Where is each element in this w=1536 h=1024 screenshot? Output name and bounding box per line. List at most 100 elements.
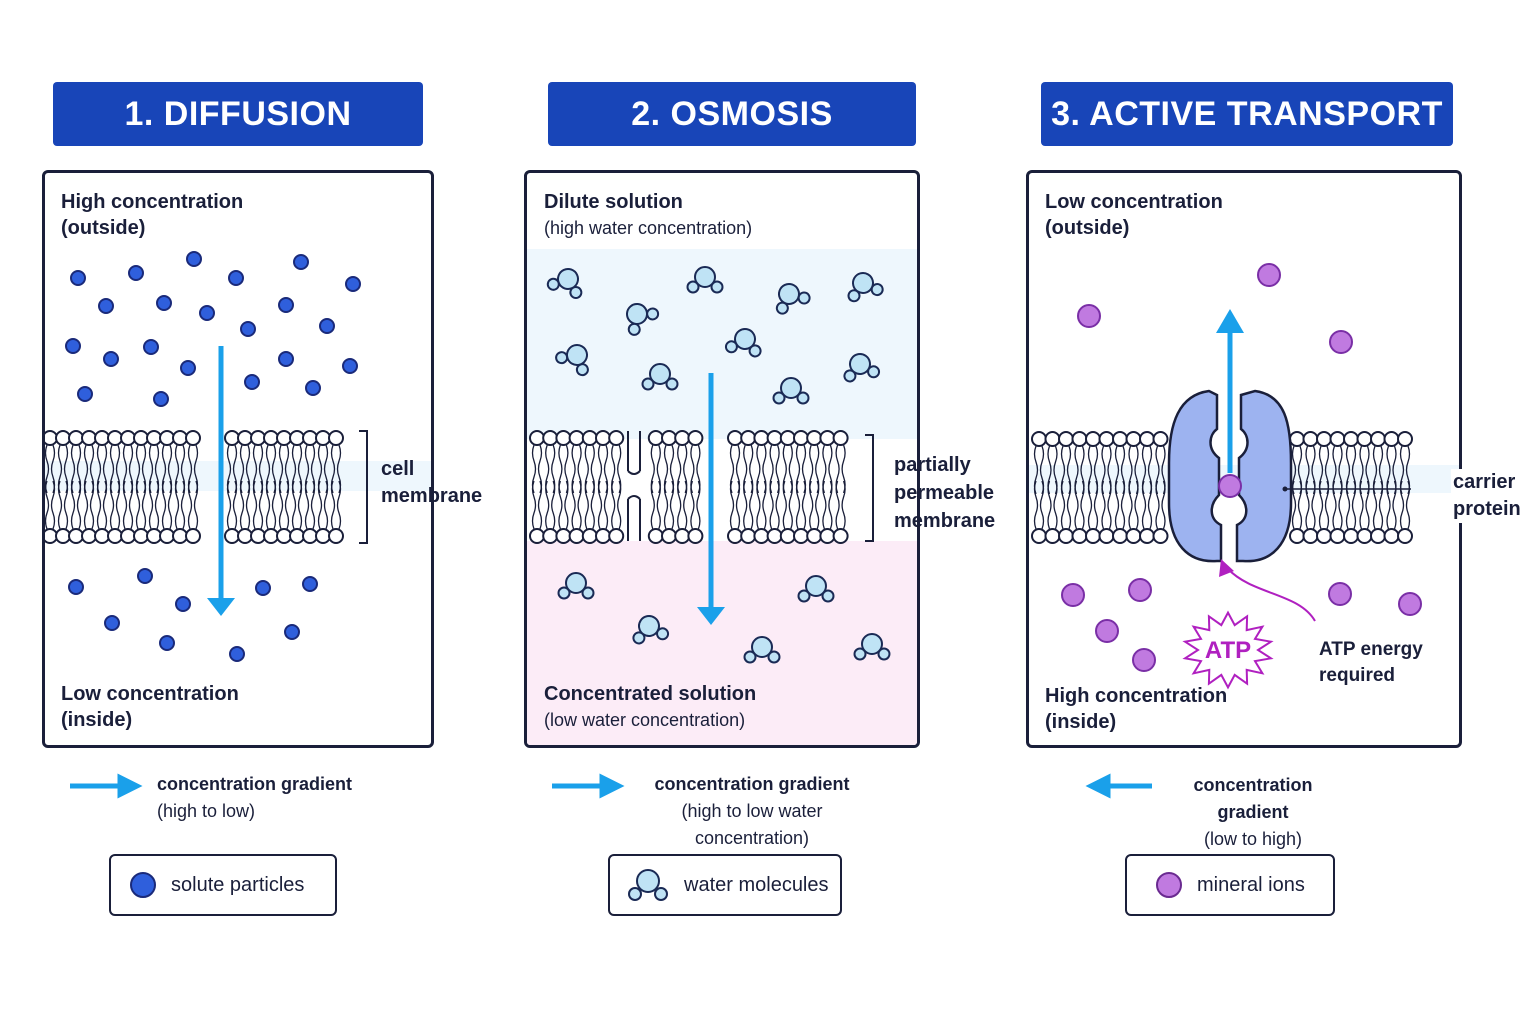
dilute-region bbox=[527, 249, 917, 439]
concentrated-region bbox=[527, 541, 917, 745]
mineral-ions-key-label: mineral ions bbox=[1197, 873, 1305, 896]
water-molecule bbox=[546, 268, 583, 300]
solute-particle bbox=[175, 596, 191, 612]
solute-particle bbox=[240, 321, 256, 337]
diffusion-arrow-head bbox=[207, 598, 235, 616]
osmosis-panel: Dilute solution (high water concentratio… bbox=[524, 170, 920, 748]
solute-particle bbox=[342, 358, 358, 374]
carrier-protein-left bbox=[1167, 389, 1223, 563]
water-molecule bbox=[555, 344, 589, 377]
ion-in-protein bbox=[1218, 474, 1242, 498]
carrier-protein-label: carrier protein bbox=[1451, 469, 1521, 523]
membrane-bracket bbox=[865, 434, 874, 542]
water-molecule bbox=[641, 363, 679, 391]
mineral-ions-key: mineral ions bbox=[1125, 854, 1335, 916]
solute-particle bbox=[159, 635, 175, 651]
active-gradient-label: concentration gradient (low to high) bbox=[1193, 775, 1313, 849]
cell-membrane-label: cell membrane bbox=[381, 458, 483, 507]
water-molecule bbox=[797, 575, 835, 603]
osmosis-gradient-label: concentration gradient (high to low wate… bbox=[654, 774, 850, 848]
water-molecule bbox=[775, 283, 811, 315]
water-molecule bbox=[686, 266, 724, 294]
active-top-label: Low concentration (outside) bbox=[1045, 191, 1223, 239]
diffusion-title: 1. DIFFUSION bbox=[53, 82, 423, 146]
carrier-protein-right bbox=[1235, 389, 1293, 563]
solute-particle bbox=[229, 646, 245, 662]
solute-particle bbox=[137, 568, 153, 584]
solute-particle bbox=[319, 318, 335, 334]
mineral-ion bbox=[1257, 263, 1281, 287]
diffusion-diagram bbox=[45, 251, 431, 662]
mineral-ion bbox=[1077, 304, 1101, 328]
carrier-protein-pointer-dot bbox=[1282, 486, 1288, 492]
solute-particle bbox=[156, 295, 172, 311]
mineral-ion bbox=[1328, 582, 1352, 606]
solute-particle bbox=[228, 270, 244, 286]
solute-particle bbox=[65, 338, 81, 354]
water-molecules-key-label: water molecules bbox=[684, 873, 829, 896]
solute-particle bbox=[128, 265, 144, 281]
solute-particle bbox=[278, 351, 294, 367]
cell-membrane-left bbox=[1031, 431, 1169, 544]
membrane-pore bbox=[627, 431, 641, 541]
water-molecule bbox=[724, 328, 762, 358]
diffusion-bottom-label: Low concentration (inside) bbox=[61, 683, 239, 731]
solute-particle bbox=[255, 580, 271, 596]
solute-particle bbox=[186, 251, 202, 267]
atp-energy-arrow bbox=[1227, 568, 1316, 622]
solute-particle-icon bbox=[130, 872, 156, 898]
solute-particle bbox=[70, 270, 86, 286]
solute-particle bbox=[77, 386, 93, 402]
solute-particle bbox=[278, 297, 294, 313]
water-molecule bbox=[847, 272, 884, 303]
active-transport-title: 3. ACTIVE TRANSPORT bbox=[1041, 82, 1453, 146]
partially-permeable-membrane bbox=[529, 430, 849, 544]
diffusion-top-label: High concentration (outside) bbox=[61, 191, 244, 239]
cell-membrane bbox=[45, 430, 344, 544]
mineral-ion bbox=[1132, 648, 1156, 672]
solute-particle bbox=[180, 360, 196, 376]
solute-particle bbox=[199, 305, 215, 321]
osmosis-diagram bbox=[527, 249, 917, 745]
diffusion-panel: High concentration (outside) Low concent… bbox=[42, 170, 434, 748]
atp-label: ATP bbox=[1205, 637, 1251, 664]
atp-energy-note: ATP energy required bbox=[1319, 639, 1423, 686]
water-molecule bbox=[772, 377, 810, 405]
mineral-ion-icon bbox=[1156, 872, 1182, 898]
solute-particle bbox=[302, 576, 318, 592]
water-molecules-key: water molecules bbox=[608, 854, 842, 916]
mineral-ion bbox=[1398, 592, 1422, 616]
cell-membrane-bracket bbox=[359, 430, 368, 544]
osmosis-bottom-label: Concentrated solution (low water concent… bbox=[544, 683, 757, 730]
water-molecule bbox=[557, 572, 595, 600]
solute-particles-key-label: solute particles bbox=[171, 873, 305, 896]
atp-energy-arrow-head bbox=[1219, 559, 1234, 577]
solute-particle bbox=[244, 374, 260, 390]
mineral-ion bbox=[1128, 578, 1152, 602]
mineral-ion bbox=[1061, 583, 1085, 607]
osmosis-arrow-head bbox=[697, 607, 725, 625]
water-molecule bbox=[853, 633, 891, 661]
partially-permeable-membrane-label: partially permeable membrane bbox=[894, 454, 996, 532]
solute-particle bbox=[104, 615, 120, 631]
water-molecule bbox=[626, 303, 660, 336]
mineral-ion bbox=[1329, 330, 1353, 354]
membrane-pore-ends bbox=[627, 470, 641, 500]
solute-particle bbox=[103, 351, 119, 367]
water-molecule bbox=[632, 615, 670, 645]
water-molecule bbox=[843, 353, 881, 383]
atp-starburst bbox=[1182, 610, 1274, 690]
active-bottom-label: High concentration (inside) bbox=[1045, 685, 1228, 733]
solute-particle bbox=[153, 391, 169, 407]
active-transport-diagram: ATP bbox=[1029, 263, 1459, 690]
solute-particle bbox=[293, 254, 309, 270]
active-transport-arrow-head bbox=[1216, 309, 1244, 333]
diffusion-gradient-label: concentration gradient (high to low) bbox=[157, 774, 353, 821]
solute-particle bbox=[68, 579, 84, 595]
active-transport-panel: ATP Low concentration (outside) High con… bbox=[1026, 170, 1462, 748]
solute-particle bbox=[143, 339, 159, 355]
solute-particle bbox=[284, 624, 300, 640]
mineral-ion bbox=[1095, 619, 1119, 643]
osmosis-title: 2. OSMOSIS bbox=[548, 82, 916, 146]
water-molecule bbox=[743, 636, 781, 664]
